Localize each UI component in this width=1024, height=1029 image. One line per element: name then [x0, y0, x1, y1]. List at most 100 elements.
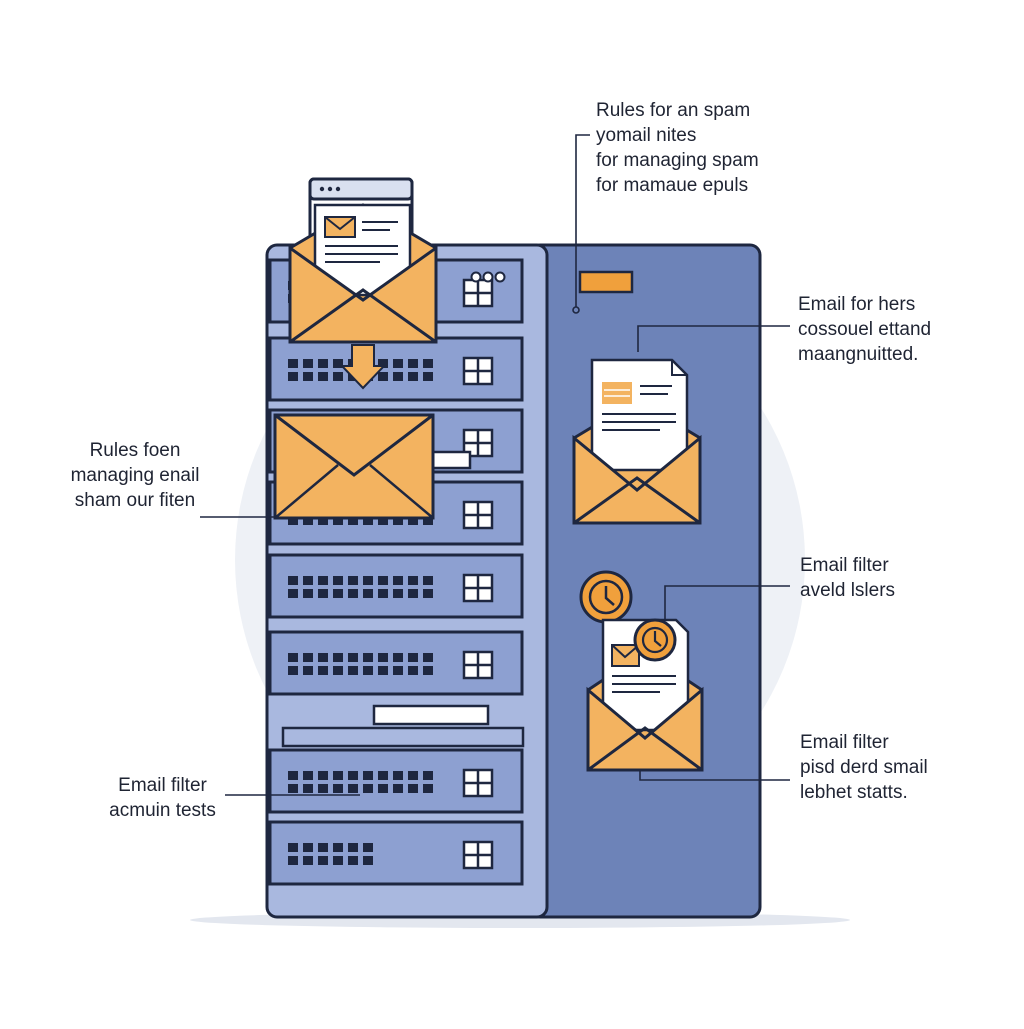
vent-slot [348, 843, 358, 852]
vent-slot [288, 359, 298, 368]
vent-slot [378, 771, 388, 780]
vent-slot [363, 653, 373, 662]
vent-slot [423, 771, 433, 780]
vent-slot [423, 653, 433, 662]
grid-indicator-icon [462, 278, 494, 308]
label-right-top-line-2: cossouel ettand [798, 319, 932, 340]
rack-unit [268, 553, 524, 619]
vent-slot [303, 372, 313, 381]
vent-slot [288, 784, 298, 793]
connector-right-mid [664, 585, 790, 620]
label-left-bottom: Email filter acmuin tests [95, 773, 230, 823]
clock-icon [579, 570, 633, 624]
vent-slot [348, 576, 358, 585]
vent-slot [378, 372, 388, 381]
vent-slot [348, 771, 358, 780]
vent-slot [423, 359, 433, 368]
connector-right-top [637, 325, 790, 352]
vent-slot [333, 516, 343, 525]
vent-slot [378, 784, 388, 793]
label-top-line-2: yomail nites [596, 125, 697, 146]
label-right-bottom-line-3: lebhet statts. [800, 782, 908, 803]
vent-slot [408, 653, 418, 662]
vent-slot [348, 784, 358, 793]
vent-slot [303, 666, 313, 675]
connector-top-dot [572, 306, 580, 314]
vent-slot [303, 589, 313, 598]
vent-slot [303, 771, 313, 780]
vent-slot [363, 843, 373, 852]
vent-slot [288, 576, 298, 585]
clock-icon-small [633, 618, 677, 662]
status-dots-icon [470, 271, 506, 283]
vent-slot [303, 576, 313, 585]
vent-slot [288, 666, 298, 675]
rack-unit [268, 336, 524, 402]
vent-slot [288, 653, 298, 662]
vent-slot [393, 653, 403, 662]
vent-slot [363, 784, 373, 793]
vent-slot [408, 372, 418, 381]
vent-slot [333, 771, 343, 780]
label-right-mid-line-1: Email filter [800, 555, 889, 576]
rack-unit [268, 630, 524, 696]
vent-slot [378, 516, 388, 525]
vent-slot [303, 784, 313, 793]
vent-slot [348, 589, 358, 598]
vent-slot [393, 771, 403, 780]
label-left-mid: Rules foen managing enail sham our fiten [50, 438, 220, 513]
vent-slot [423, 784, 433, 793]
vent-slot [393, 516, 403, 525]
grid-indicator-icon [462, 500, 494, 530]
label-right-bottom-line-2: pisd derd smail [800, 757, 928, 778]
vent-slot [318, 843, 328, 852]
label-right-top-line-3: maangnuitted. [798, 344, 919, 365]
vent-slot [378, 359, 388, 368]
label-right-mid: Email filter aveld lslers [800, 553, 895, 603]
vent-slot [303, 856, 313, 865]
vent-slot [318, 771, 328, 780]
vent-slot [333, 576, 343, 585]
vent-slot [288, 843, 298, 852]
vent-slot [423, 516, 433, 525]
vent-slot [288, 372, 298, 381]
vent-slot [408, 516, 418, 525]
vent-slot [333, 653, 343, 662]
vent-slot [423, 666, 433, 675]
vent-slot [363, 516, 373, 525]
vent-slot [333, 666, 343, 675]
vent-slot [378, 589, 388, 598]
label-left-bottom-line-1: Email filter [118, 775, 207, 796]
label-left-mid-line-1: Rules foen [89, 440, 181, 461]
grid-indicator-icon [462, 840, 494, 870]
vent-slot [348, 856, 358, 865]
vent-slot [408, 576, 418, 585]
drive-slot [372, 704, 490, 726]
vent-slot [318, 856, 328, 865]
envelope-icon-document [572, 358, 702, 525]
vent-slot [318, 784, 328, 793]
grid-indicator-icon [462, 428, 494, 458]
vent-slot [393, 372, 403, 381]
vent-slot [393, 589, 403, 598]
label-left-mid-line-2: managing enail [70, 465, 200, 486]
vent-slot [348, 516, 358, 525]
vent-slot [333, 372, 343, 381]
down-arrow-icon [339, 344, 387, 390]
label-right-top: Email for hers cossouel ettand maangnuit… [798, 292, 931, 367]
label-top: Rules for an spam yomail nites for manag… [596, 98, 759, 198]
vent-slot [288, 589, 298, 598]
vent-slot [423, 372, 433, 381]
vent-slot [363, 771, 373, 780]
vent-slot [408, 359, 418, 368]
rack-unit [268, 820, 524, 886]
vent-slot [408, 784, 418, 793]
vent-slot [408, 666, 418, 675]
vent-slot [333, 784, 343, 793]
vent-slot [318, 576, 328, 585]
rack-spacer [281, 726, 525, 748]
vent-slot [363, 576, 373, 585]
vent-slot [318, 589, 328, 598]
vent-slot [318, 666, 328, 675]
